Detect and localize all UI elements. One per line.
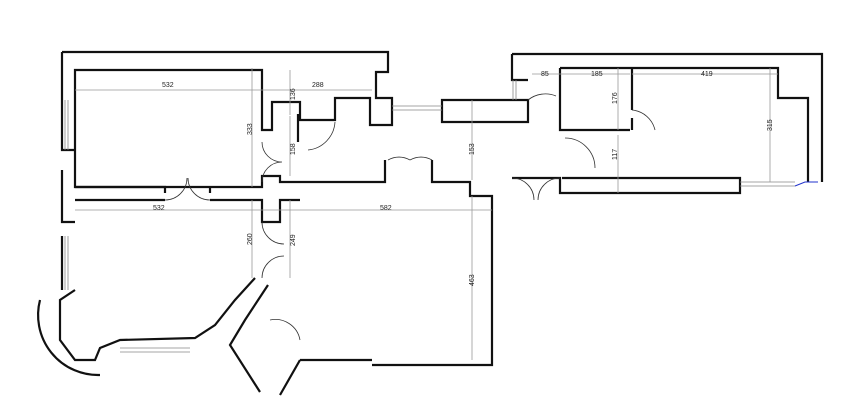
dimension-labels: 532 288 136 333 158 532 582 260 249 153 …: [153, 71, 774, 286]
dim-label: 532: [162, 82, 174, 89]
accent-mark: [794, 181, 818, 187]
dim-label: 176: [612, 92, 619, 104]
dimension-lines: [75, 68, 778, 360]
dim-label: 249: [290, 234, 297, 246]
dim-label: 85: [541, 71, 549, 78]
dim-label: 185: [591, 71, 603, 78]
dim-label: 463: [469, 274, 476, 286]
doors: [164, 93, 656, 341]
dim-label: 117: [612, 149, 619, 160]
dim-label: 260: [247, 233, 254, 245]
walls: [37, 50, 824, 396]
dim-label: 582: [380, 205, 392, 212]
dim-label: 333: [247, 123, 254, 135]
dim-label: 315: [767, 119, 774, 131]
dim-label: 153: [469, 143, 476, 155]
dim-label: 158: [290, 143, 297, 155]
windows: [64, 80, 795, 353]
dim-label: 288: [312, 82, 324, 89]
dim-label: 136: [290, 88, 297, 100]
dim-label: 419: [701, 71, 713, 78]
dim-label: 532: [153, 205, 165, 212]
